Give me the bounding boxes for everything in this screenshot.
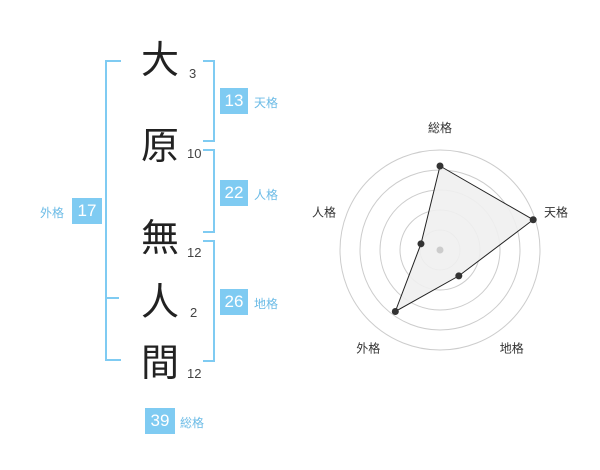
- radar-point-2: [455, 272, 463, 280]
- radar-center-point: [436, 246, 444, 254]
- tenkaku-badge: 13: [220, 88, 248, 114]
- radar-axis-label-3: 外格: [356, 341, 380, 356]
- chikaku-bracket: [203, 240, 215, 362]
- radar-axis-label-1: 天格: [544, 204, 568, 219]
- stroke-count-4: 2: [190, 305, 198, 320]
- radar-point-0: [436, 162, 444, 170]
- name-char-5: 間: [140, 341, 179, 385]
- tenkaku-label: 天格: [254, 96, 279, 110]
- jinkaku-label: 人格: [254, 188, 279, 202]
- stroke-count-2: 10: [187, 146, 202, 161]
- name-char-1: 大: [140, 38, 179, 82]
- soukaku-label: 総格: [180, 416, 205, 430]
- gaikaku-label: 外格: [40, 206, 65, 220]
- gaikaku-badge: 17: [72, 198, 102, 224]
- chikaku-badge: 26: [220, 289, 248, 315]
- radar-axis-label-2: 地格: [500, 341, 524, 356]
- jinkaku-bracket: [203, 149, 215, 233]
- name-char-2: 原: [140, 124, 179, 168]
- stroke-count-1: 3: [189, 66, 197, 81]
- chikaku-label: 地格: [254, 297, 279, 311]
- radar-point-3: [391, 307, 399, 315]
- jinkaku-badge: 22: [220, 180, 248, 206]
- radar-point-1: [529, 216, 537, 224]
- radar-axis-label-0: 総格: [428, 120, 452, 135]
- name-char-3: 無: [140, 216, 179, 260]
- stroke-count-3: 12: [187, 245, 202, 260]
- soukaku-badge: 39: [145, 408, 175, 434]
- radar-axis-label-4: 人格: [312, 204, 336, 219]
- stroke-count-5: 12: [187, 366, 202, 381]
- radar-ring: [339, 149, 541, 351]
- gaikaku-bracket-mid: [105, 297, 119, 299]
- radar-point-4: [417, 240, 425, 248]
- tenkaku-bracket: [203, 60, 215, 142]
- gaikaku-bracket: [105, 60, 121, 361]
- radar-data-polygon: [394, 165, 535, 313]
- name-char-4: 人: [140, 280, 179, 324]
